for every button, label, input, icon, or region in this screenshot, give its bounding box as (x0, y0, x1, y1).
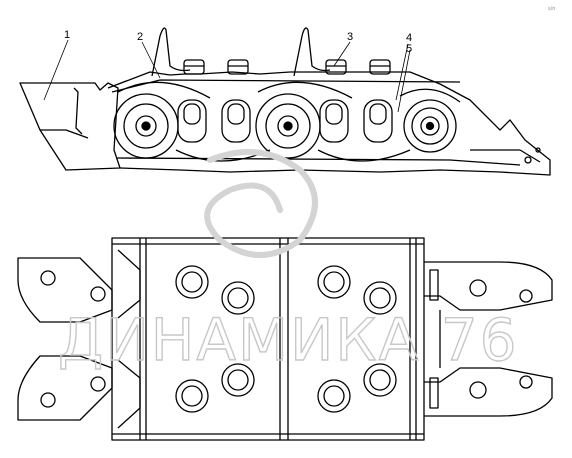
callout-2: 2 (137, 31, 143, 43)
end-bracket (19, 82, 121, 171)
right-end (424, 261, 553, 311)
plan-view (17, 237, 553, 441)
roller-3 (403, 99, 457, 153)
tooth-left (151, 27, 191, 77)
watermark: ДИНАМИКА 76 (57, 149, 519, 375)
roller-2 (255, 93, 321, 159)
corner-code: s/n (548, 6, 555, 12)
callouts: 1 2 3 4 5 (64, 29, 412, 55)
leaders (43, 39, 411, 113)
track-body (111, 237, 425, 441)
link-slots (177, 99, 393, 143)
callout-4: 4 (406, 32, 412, 44)
side-view (19, 27, 551, 176)
callout-1: 1 (64, 29, 70, 41)
tooth-right (293, 27, 331, 77)
top-bolts (183, 59, 391, 75)
plan-bolts (175, 265, 397, 413)
watermark-text: ДИНАМИКА 76 (58, 306, 519, 374)
roller-1 (113, 93, 179, 159)
callout-3: 3 (347, 31, 353, 43)
callout-5: 5 (406, 43, 412, 55)
